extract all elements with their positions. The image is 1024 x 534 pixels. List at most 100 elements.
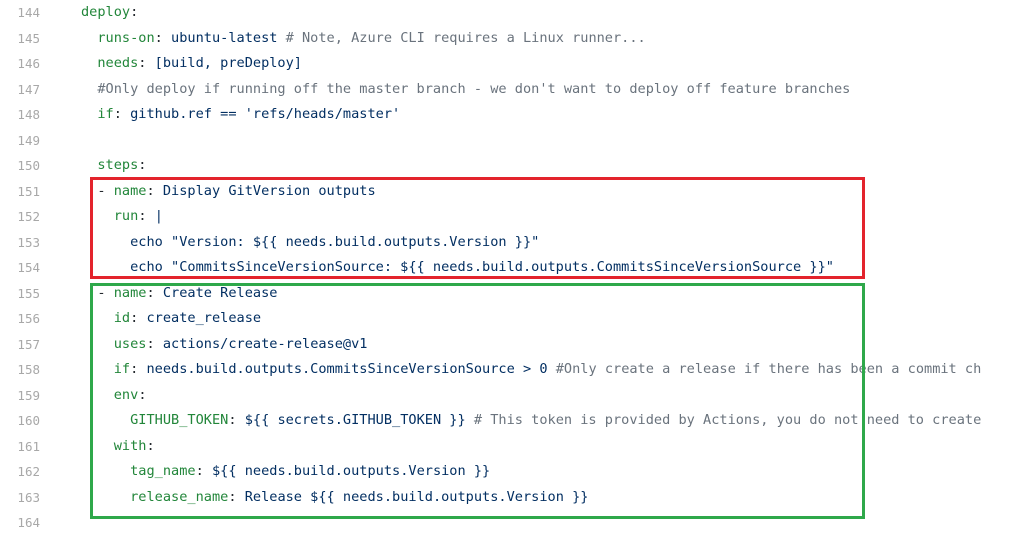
code-indent [81, 208, 114, 224]
code-token: tag_name [130, 463, 196, 479]
code-text: deploy: [81, 0, 1024, 26]
code-line: 152 run: | [0, 204, 1024, 230]
code-line: 160 GITHUB_TOKEN: ${{ secrets.GITHUB_TOK… [0, 408, 1024, 434]
line-number: 152 [17, 209, 40, 224]
code-text: env: [81, 383, 1024, 409]
code-token: actions/create-release@v1 [162, 335, 368, 352]
code-token: echo "CommitsSinceVersionSource: ${{ nee… [130, 259, 834, 275]
line-number: 163 [17, 489, 40, 505]
code-token: run [113, 208, 139, 224]
line-number: 158 [17, 362, 40, 377]
code-token: create_release [146, 310, 262, 326]
code-indent [81, 106, 97, 122]
line-number: 153 [17, 234, 40, 250]
line-number: 144 [17, 5, 40, 20]
code-token: Release ${{ needs.build.outputs.Version … [244, 488, 589, 505]
code-token: github.ref == 'refs/heads/master' [130, 106, 401, 122]
line-number: 156 [17, 311, 40, 326]
code-indent [81, 489, 130, 505]
line-number: 145 [17, 30, 40, 46]
code-token: : [130, 4, 139, 20]
code-token: release_name [130, 488, 229, 505]
code-text: with: [81, 434, 1024, 460]
code-token: if [97, 106, 114, 122]
line-number: 151 [17, 183, 40, 199]
code-indent [81, 81, 97, 97]
code-line: 155 - name: Create Release [0, 281, 1024, 307]
code-token: : [195, 463, 212, 479]
code-token: # Note, Azure CLI requires a Linux runne… [285, 29, 646, 46]
code-indent [81, 234, 130, 250]
code-text: runs-on: ubuntu-latest # Note, Azure CLI… [81, 26, 1024, 52]
code-token: if [113, 361, 131, 377]
code-token: id [113, 310, 131, 326]
code-token: - [97, 284, 114, 301]
code-text: GITHUB_TOKEN: ${{ secrets.GITHUB_TOKEN }… [81, 408, 1024, 434]
code-indent [81, 412, 130, 428]
code-token: Display GitVersion outputs [162, 182, 376, 199]
code-token: uses [113, 335, 147, 352]
code-text: steps: [81, 153, 1024, 179]
code-text: echo "Version: ${{ needs.build.outputs.V… [81, 230, 1024, 256]
code-line: 161 with: [0, 434, 1024, 460]
code-token: name [113, 284, 147, 301]
code-token: Create Release [162, 284, 278, 301]
code-token: : [146, 335, 163, 352]
code-line: 159 env: [0, 383, 1024, 409]
code-line: 149 [0, 128, 1024, 154]
line-number: 150 [17, 158, 40, 173]
code-indent [81, 336, 114, 352]
code-line: 147 #Only deploy if running off the mast… [0, 77, 1024, 103]
code-token: : [138, 208, 155, 224]
code-token: : [113, 106, 131, 122]
line-number: 164 [17, 515, 40, 530]
code-token: | [154, 208, 163, 224]
code-token: echo "Version: ${{ needs.build.outputs.V… [130, 233, 540, 250]
code-line: 157 uses: actions/create-release@v1 [0, 332, 1024, 358]
line-number: 159 [17, 387, 40, 403]
code-token: ubuntu-latest [171, 29, 286, 46]
code-token: : [138, 157, 147, 173]
code-indent [81, 361, 114, 377]
code-token: env [113, 386, 139, 403]
code-token: : [146, 284, 163, 301]
code-indent [81, 310, 114, 326]
code-line: 158 if: needs.build.outputs.CommitsSince… [0, 357, 1024, 383]
code-indent [81, 259, 130, 275]
code-token: : [130, 310, 147, 326]
code-token: needs [97, 55, 139, 71]
code-line: 146 needs: [build, preDeploy] [0, 51, 1024, 77]
code-line: 145 runs-on: ubuntu-latest # Note, Azure… [0, 26, 1024, 52]
code-text: - name: Display GitVersion outputs [81, 179, 1024, 205]
code-line: 164 [0, 510, 1024, 534]
code-token: with [113, 437, 147, 454]
code-token: : [146, 182, 163, 199]
line-number: 147 [17, 81, 40, 97]
code-indent [81, 55, 97, 71]
code-token: #Only deploy if running off the master b… [97, 80, 851, 97]
code-token: [build, preDeploy] [154, 55, 302, 71]
code-token: : [228, 488, 245, 505]
code-token: - [97, 182, 114, 199]
code-token: : [138, 386, 147, 403]
code-token: : [154, 29, 172, 46]
code-indent [81, 387, 114, 403]
code-text: #Only deploy if running off the master b… [81, 77, 1024, 103]
code-indent [81, 157, 97, 173]
code-indent [81, 438, 114, 454]
code-line: 150 steps: [0, 153, 1024, 179]
line-number: 157 [17, 336, 40, 352]
line-number: 149 [17, 132, 40, 148]
code-indent [81, 30, 97, 46]
code-token: ${{ secrets.GITHUB_TOKEN }} [244, 412, 474, 428]
code-token: name [113, 182, 147, 199]
line-number: 161 [17, 438, 40, 454]
code-line: 154 echo "CommitsSinceVersionSource: ${{… [0, 255, 1024, 281]
code-text: tag_name: ${{ needs.build.outputs.Versio… [81, 459, 1024, 485]
code-line: 156 id: create_release [0, 306, 1024, 332]
code-line: 144 deploy: [0, 0, 1024, 26]
line-number: 154 [17, 260, 40, 275]
code-text: if: needs.build.outputs.CommitsSinceVers… [81, 357, 1024, 383]
code-token: needs.build.outputs.CommitsSinceVersionS… [146, 361, 556, 377]
